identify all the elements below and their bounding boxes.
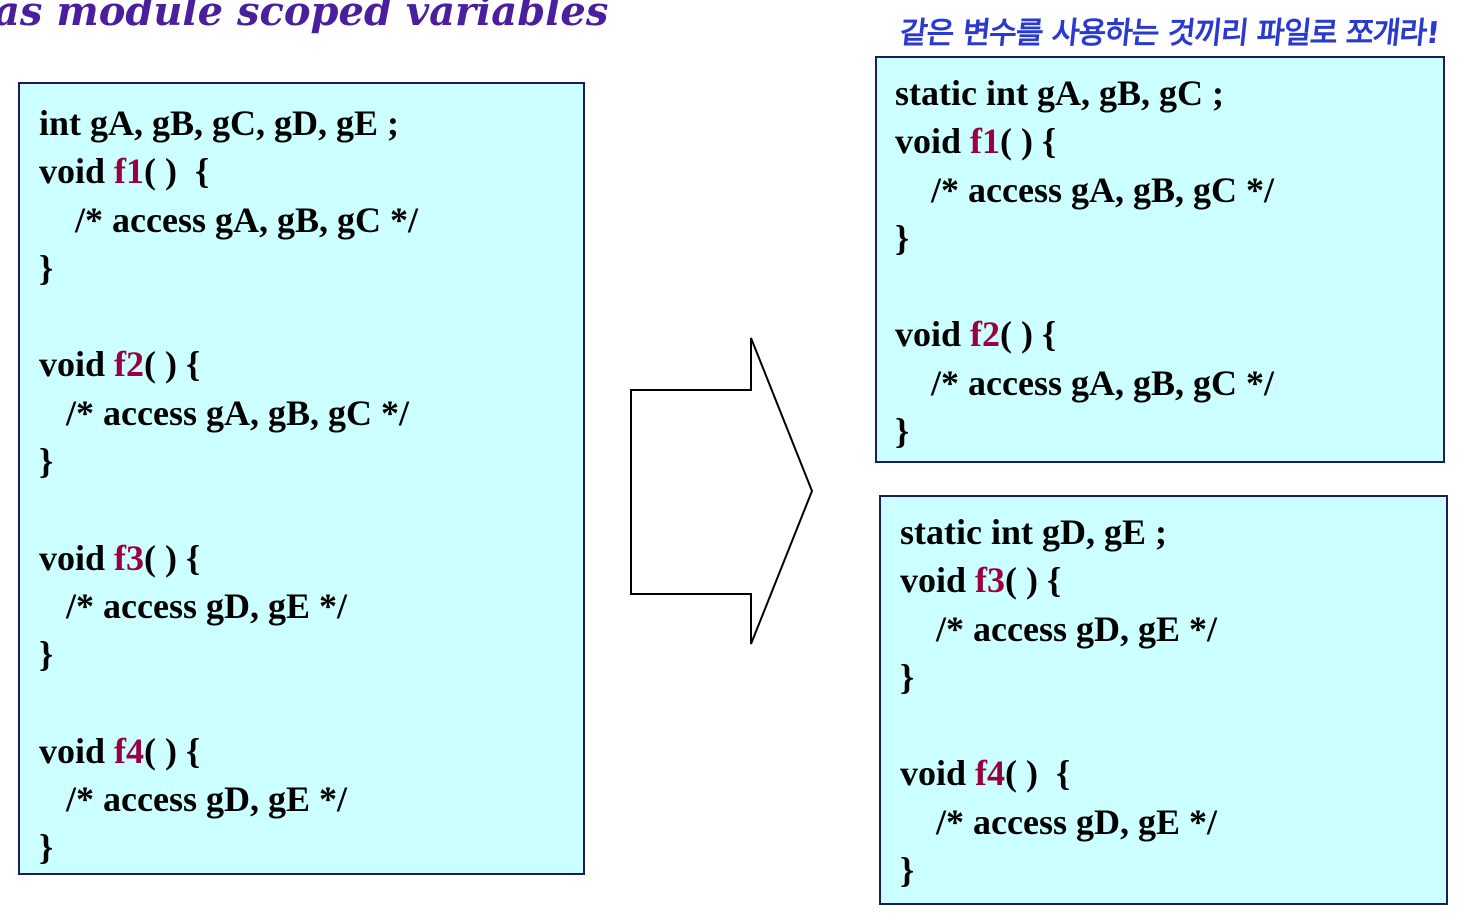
code-text: } [39,634,54,675]
code-line: void f4( ) { [39,727,583,775]
original-code-box: int gA, gB, gC, gD, gE ; void f1( ) { /*… [18,82,585,875]
code-text: int gA, gB, gC, gD, gE ; [39,103,400,143]
function-name: f3 [114,537,145,578]
code-text: } [39,247,54,288]
code-line: void f3( ) { [900,556,1446,604]
code-line [39,292,583,340]
code-line: void f2( ) { [895,310,1443,358]
code-line: /* access gD, gE */ [900,798,1446,846]
function-name: f1 [114,151,145,192]
code-text: /* access gD, gE */ [900,801,1217,842]
code-text: ( ) { [1000,314,1057,355]
code-text: } [895,411,910,452]
code-text: static int gA, gB, gC ; [895,73,1224,113]
code-line: void f4( ) { [900,749,1446,797]
function-name: f2 [970,314,1001,355]
code-line: } [39,630,583,678]
code-text: ( ) { [144,151,210,192]
code-text: void [39,730,115,771]
code-line: static int gA, gB, gC ; [895,69,1443,117]
code-text: void [39,344,115,385]
code-text: void [895,121,971,162]
code-line: } [900,846,1446,894]
split-file-1-code-box: static int gA, gB, gC ; void f1( ) { /* … [875,56,1445,463]
code-line: /* access gA, gB, gC */ [895,359,1443,407]
code-text: ( ) { [1000,121,1057,162]
code-line: /* access gD, gE */ [900,605,1446,653]
code-text: void [39,537,115,578]
code-line: /* access gA, gB, gC */ [39,389,583,437]
code-text: } [895,217,910,258]
slide-heading: as module scoped variables [0,0,609,35]
split-file-2-code-box: static int gD, gE ; void f3( ) { /* acce… [879,495,1448,905]
code-line: void f2( ) { [39,340,583,388]
function-name: f1 [970,121,1001,162]
code-line: /* access gA, gB, gC */ [39,196,583,244]
code-text: static int gD, gE ; [900,512,1167,552]
code-text: ( ) { [144,537,201,578]
code-line: static int gD, gE ; [900,508,1446,556]
code-text: /* access gD, gE */ [900,608,1217,649]
code-text: /* access gA, gB, gC */ [895,169,1274,210]
code-line: } [39,437,583,485]
code-text: } [900,850,915,891]
code-text: ( ) { [144,344,201,385]
code-line [39,679,583,727]
code-text: /* access gA, gB, gC */ [895,362,1274,403]
code-text: /* access gA, gB, gC */ [39,392,409,433]
code-text: ( ) { [1005,560,1062,601]
code-text: void [900,560,976,601]
code-text: } [39,827,54,868]
code-line: /* access gD, gE */ [39,582,583,630]
code-line: /* access gA, gB, gC */ [895,166,1443,214]
code-text: void [895,314,971,355]
code-line: } [39,244,583,292]
code-text: ( ) { [144,730,201,771]
function-name: f3 [975,560,1006,601]
code-text: /* access gD, gE */ [39,779,347,820]
code-line [900,701,1446,749]
code-text: } [900,656,915,697]
code-line [39,485,583,533]
code-line: int gA, gB, gC, gD, gE ; [39,99,583,147]
function-name: f4 [114,730,145,771]
code-text: ( ) { [1005,753,1071,794]
code-line: /* access gD, gE */ [39,775,583,823]
code-line: } [895,214,1443,262]
code-line [895,262,1443,310]
handwritten-note: 같은 변수를 사용하는 것끼리 파일로 쪼개라! [898,16,1441,51]
code-text: void [39,151,115,192]
code-line: } [900,653,1446,701]
code-line: void f1( ) { [895,117,1443,165]
code-line: void f3( ) { [39,534,583,582]
code-text: /* access gA, gB, gC */ [39,199,418,240]
function-name: f2 [114,344,145,385]
code-text: void [900,753,976,794]
code-text: } [39,441,54,482]
code-text: /* access gD, gE */ [39,585,347,626]
function-name: f4 [975,753,1006,794]
code-line: } [39,823,583,871]
code-line: } [895,407,1443,455]
code-line: void f1( ) { [39,147,583,195]
